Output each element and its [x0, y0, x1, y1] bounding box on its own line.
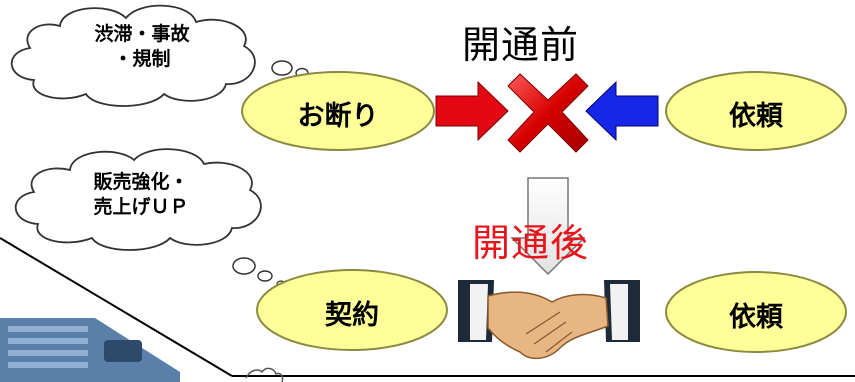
ellipse-before-right — [665, 71, 847, 151]
truck-icon — [0, 318, 180, 382]
thought-bubble-middle-line1: 販売強化・ — [93, 171, 189, 193]
handshake-icon — [458, 280, 640, 360]
japan-map-icon — [245, 367, 284, 382]
heading-before: 開通前 — [462, 23, 580, 67]
divider-lines — [0, 237, 855, 377]
thought-bubble-top-line1: 渋滞・事故 — [94, 23, 190, 45]
ellipse-before-left — [241, 71, 435, 151]
ellipse-after-left — [256, 269, 448, 351]
label-before-left: お断り — [297, 101, 379, 132]
thought-bubble-top-text: 渋滞・事故 ・規制 — [62, 22, 222, 72]
thought-bubble-top — [10, 4, 309, 107]
thought-bubble-middle-line2: 売上げＵＰ — [93, 196, 189, 218]
label-after-left: 契約 — [325, 300, 379, 331]
blue-arrow-icon — [585, 80, 659, 142]
ellipse-after-right — [665, 271, 847, 353]
red-arrow-icon — [435, 80, 509, 142]
thought-bubble-middle-text: 販売強化・ 売上げＵＰ — [56, 170, 226, 220]
label-after-right: 依頼 — [729, 302, 783, 333]
red-x-icon — [507, 73, 589, 153]
thought-bubble-middle — [14, 148, 286, 288]
thought-bubble-top-line2: ・規制 — [113, 48, 171, 70]
down-arrow-icon — [510, 177, 586, 276]
heading-after: 開通後 — [472, 221, 590, 265]
label-before-right: 依頼 — [729, 101, 783, 132]
